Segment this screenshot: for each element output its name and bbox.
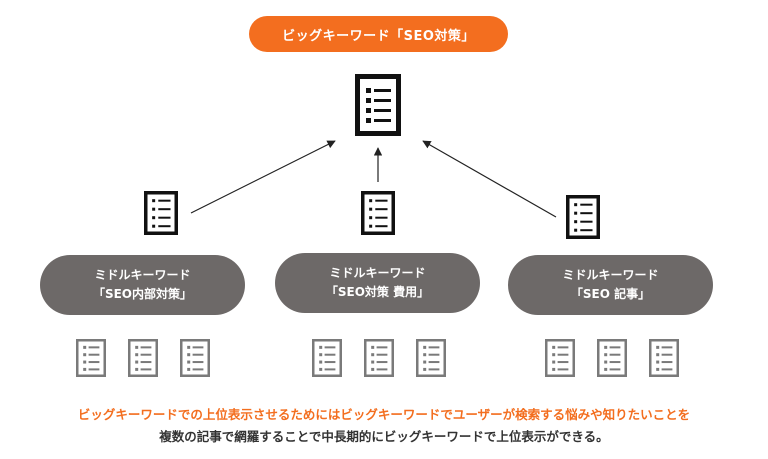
document-list-icon	[144, 191, 178, 235]
arrow-left	[190, 140, 336, 214]
middle-keyword-line2: 「SEO 記事」	[570, 287, 651, 301]
middle-keyword-pill: ミドルキーワード 「SEO内部対策」	[40, 255, 245, 315]
document-list-icon	[76, 339, 106, 377]
middle-keyword-line2: 「SEO対策 費用」	[325, 285, 430, 299]
document-list-icon	[361, 191, 395, 235]
caption-line-1: ビッグキーワードでの上位表示させるためにはビッグキーワードでユーザーが検索する悩…	[77, 407, 691, 422]
middle-keyword-line2: 「SEO内部対策」	[92, 287, 193, 301]
document-list-icon	[312, 339, 342, 377]
middle-keyword-line1: ミドルキーワード	[94, 268, 191, 282]
document-list-icon	[180, 339, 210, 377]
document-list-icon	[355, 74, 401, 136]
big-keyword-label: ビッグキーワード「SEO対策」	[282, 28, 475, 44]
document-list-icon	[545, 339, 575, 377]
document-list-icon	[649, 339, 679, 377]
document-list-icon	[416, 339, 446, 377]
arrow-right	[422, 140, 557, 218]
caption-line-2: 複数の記事で網羅することで中長期的にビッグキーワードで上位表示ができる。	[159, 429, 609, 444]
document-list-icon	[364, 339, 394, 377]
middle-keyword-pill: ミドルキーワード 「SEO対策 費用」	[275, 253, 480, 313]
document-list-icon	[128, 339, 158, 377]
middle-keyword-line1: ミドルキーワード	[329, 266, 426, 280]
big-keyword-pill: ビッグキーワード「SEO対策」	[249, 16, 508, 52]
document-list-icon	[566, 195, 600, 239]
middle-keyword-line1: ミドルキーワード	[562, 268, 659, 282]
middle-keyword-pill: ミドルキーワード 「SEO 記事」	[508, 255, 713, 315]
document-list-icon	[597, 339, 627, 377]
